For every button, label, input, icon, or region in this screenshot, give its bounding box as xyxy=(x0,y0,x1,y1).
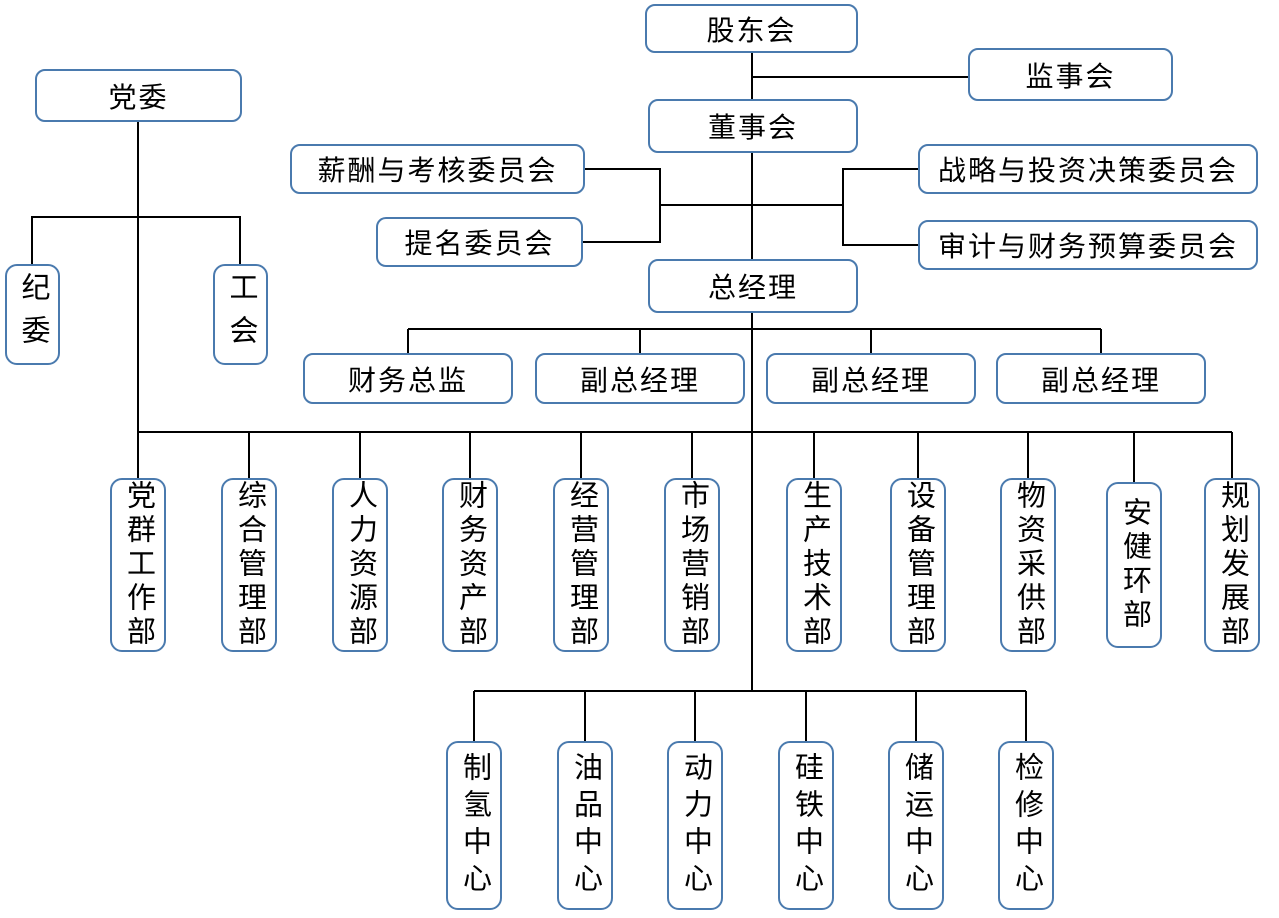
org-node-label: 人力资源部 xyxy=(344,480,377,650)
org-node-label: 安健环部 xyxy=(1118,497,1151,633)
org-node: 检修中心 xyxy=(998,741,1054,910)
org-node: 储运中心 xyxy=(888,741,944,910)
node-strategy-investment-committee: 战略与投资决策委员会 xyxy=(918,144,1258,194)
org-node: 经营管理部 xyxy=(553,478,609,652)
org-node-label: 财务总监 xyxy=(347,364,468,396)
org-node-label: 规划发展部 xyxy=(1216,480,1249,650)
org-node-label: 制氢中心 xyxy=(458,751,491,900)
org-node: 安健环部 xyxy=(1106,482,1162,648)
org-node-label: 市场营销部 xyxy=(676,480,709,650)
node-supervisory-board: 监事会 xyxy=(968,48,1173,101)
org-node: 综合管理部 xyxy=(221,478,277,652)
org-node: 财务总监 xyxy=(303,353,513,404)
org-node: 物资采供部 xyxy=(1000,478,1056,652)
node-party-committee: 党委 xyxy=(35,69,242,122)
node-discipline-inspection-committee: 纪委 xyxy=(5,264,60,365)
node-general-manager: 总经理 xyxy=(648,259,858,313)
node-nomination-committee: 提名委员会 xyxy=(376,217,583,267)
node-shareholders-meeting: 股东会 xyxy=(645,4,858,53)
org-node: 人力资源部 xyxy=(332,478,388,652)
org-node: 财务资产部 xyxy=(442,478,498,652)
org-node-label: 副总经理 xyxy=(579,364,700,396)
org-node: 副总经理 xyxy=(766,353,976,404)
org-node-label: 经营管理部 xyxy=(565,480,598,650)
org-node-label: 生产技术部 xyxy=(798,480,831,650)
org-node-label: 党群工作部 xyxy=(122,480,155,650)
org-node: 设备管理部 xyxy=(890,478,946,652)
org-node: 生产技术部 xyxy=(786,478,842,652)
org-node-label: 副总经理 xyxy=(810,364,931,396)
org-node-label: 副总经理 xyxy=(1040,364,1161,396)
org-node: 硅铁中心 xyxy=(778,741,834,910)
org-node-label: 储运中心 xyxy=(900,751,933,900)
org-node: 副总经理 xyxy=(996,353,1206,404)
org-node: 制氢中心 xyxy=(446,741,502,910)
org-node: 油品中心 xyxy=(557,741,613,910)
org-node: 动力中心 xyxy=(667,741,723,910)
org-node-label: 检修中心 xyxy=(1010,751,1043,900)
org-node-label: 硅铁中心 xyxy=(790,751,823,900)
org-node-label: 设备管理部 xyxy=(902,480,935,650)
org-node-label: 物资采供部 xyxy=(1012,480,1045,650)
org-node: 党群工作部 xyxy=(110,478,166,652)
org-node-label: 动力中心 xyxy=(679,751,712,900)
org-node-label: 油品中心 xyxy=(569,751,602,900)
org-node-label: 财务资产部 xyxy=(454,480,487,650)
org-node: 市场营销部 xyxy=(664,478,720,652)
org-node: 规划发展部 xyxy=(1204,478,1260,652)
org-node-label: 综合管理部 xyxy=(233,480,266,650)
node-board-of-directors: 董事会 xyxy=(648,99,858,153)
node-compensation-assessment-committee: 薪酬与考核委员会 xyxy=(290,144,585,194)
org-node: 副总经理 xyxy=(535,353,745,404)
node-audit-budget-committee: 审计与财务预算委员会 xyxy=(918,220,1258,270)
node-labor-union: 工会 xyxy=(213,264,268,365)
